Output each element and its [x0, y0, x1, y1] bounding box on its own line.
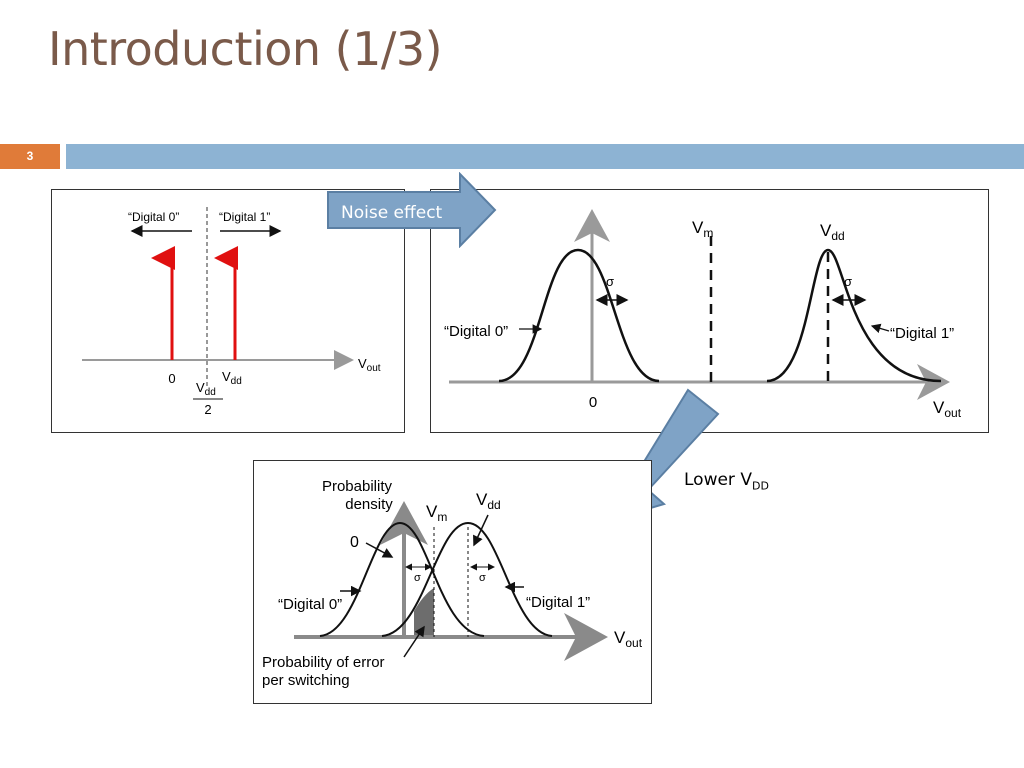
pointer-vdd: [473, 514, 489, 547]
noise-distributions-svg: σ σ Vm Vdd “Digital 0” “Digital 1” 0 Vou…: [444, 209, 962, 420]
half-numerator: Vdd: [196, 380, 216, 398]
sigma-left: σ: [414, 572, 421, 584]
pointer-error-area: [403, 625, 425, 658]
label-vm: Vm: [426, 502, 447, 524]
half-denominator: 2: [204, 402, 211, 417]
label-digital-0: “Digital 0”: [128, 210, 179, 224]
label-digital-1: “Digital 1”: [890, 325, 954, 342]
sigma-left: σ: [606, 274, 614, 289]
ideal-levels-svg: “Digital 0” “Digital 1” 0 Vdd Vdd 2 Vout: [82, 207, 381, 417]
tick-zero: 0: [589, 394, 597, 411]
tick-vdd: Vdd: [222, 369, 242, 387]
ylabel-line1: Probability: [322, 478, 393, 495]
tick-zero: 0: [168, 371, 175, 386]
label-vdd: Vdd: [820, 221, 845, 243]
label-vm: Vm: [692, 218, 713, 240]
axis-label-vout: Vout: [933, 398, 962, 420]
callout-arrow-shape: [327, 172, 497, 248]
curve-digital-0: [319, 521, 485, 637]
header-band: [66, 144, 1024, 169]
pointer-zero: [365, 542, 394, 558]
noise-effect-callout: Noise effect: [327, 172, 497, 248]
slide-title: Introduction (1/3): [48, 22, 443, 76]
label-digital-1: “Digital 1”: [219, 210, 270, 224]
ylabel-line2: density: [345, 496, 393, 513]
figure-noise-distributions: σ σ Vm Vdd “Digital 0” “Digital 1” 0 Vou…: [430, 189, 989, 433]
label-digital-0: “Digital 0”: [278, 596, 342, 613]
curve-digital-0: [498, 248, 660, 383]
label-vdd: Vdd: [476, 490, 501, 512]
sigma-right: σ: [844, 274, 852, 289]
sigma-right: σ: [479, 572, 486, 584]
label-digital-0: “Digital 0”: [444, 323, 508, 340]
callout-text: Noise effect: [341, 203, 443, 223]
slide-number: 3: [26, 149, 34, 163]
axis-label-vout: Vout: [358, 356, 381, 374]
figure-error-probability: σ σ Probability density Vm Vdd 0 “Digita…: [253, 460, 652, 704]
curve-digital-1: [381, 521, 553, 637]
axis-label-vout: Vout: [614, 628, 643, 650]
lower-vdd-label: Lower VDD: [684, 470, 769, 493]
error-probability-svg: σ σ Probability density Vm Vdd 0 “Digita…: [262, 478, 643, 689]
error-label-line2: per switching: [262, 672, 350, 689]
figure-ideal-levels: “Digital 0” “Digital 1” 0 Vdd Vdd 2 Vout: [51, 189, 405, 433]
label-digital-1: “Digital 1”: [526, 594, 590, 611]
error-area: [414, 588, 434, 637]
slide-number-badge: [0, 144, 60, 169]
label-zero: 0: [350, 534, 359, 551]
error-label-line1: Probability of error: [262, 654, 385, 671]
curve-digital-1: [766, 248, 942, 383]
pointer-digital-1: [870, 323, 890, 333]
